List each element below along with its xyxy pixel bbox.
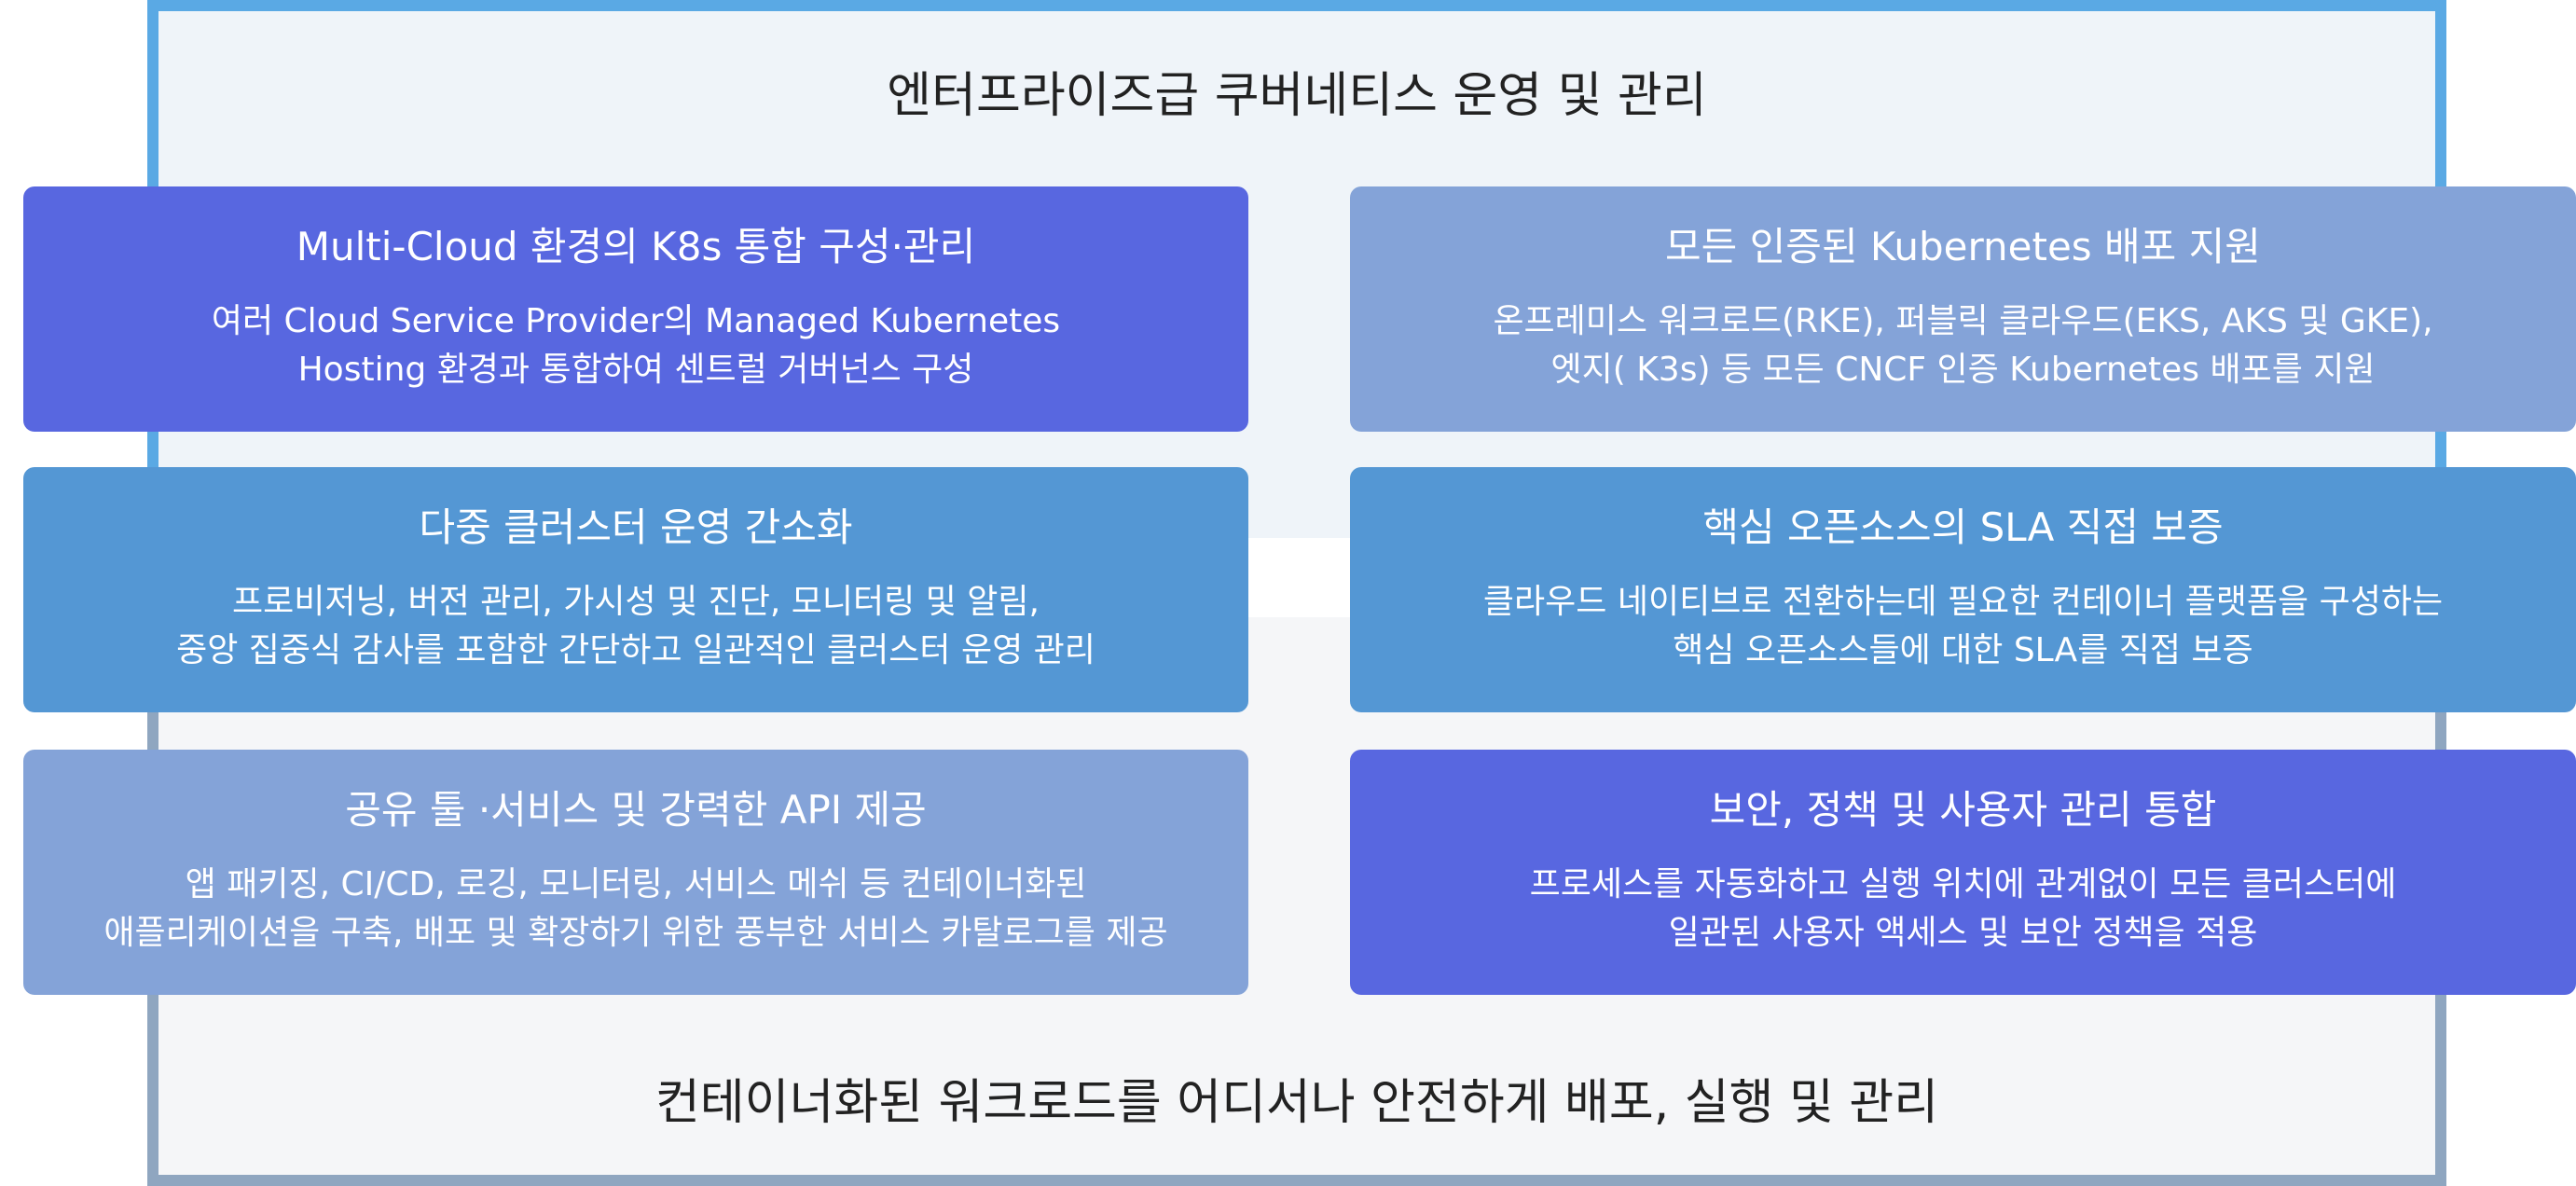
card-desc-line: 클라우드 네이티브로 전환하는데 필요한 컨테이너 플랫폼을 구성하는 xyxy=(1482,582,2444,621)
card-desc-line: 애플리케이션을 구축, 배포 및 확장하기 위한 풍부한 서비스 카탈로그를 제… xyxy=(103,913,1168,952)
card-desc-line: 여러 Cloud Service Provider의 Managed Kuber… xyxy=(211,301,1061,340)
card-title: 모든 인증된 Kubernetes 배포 지원 xyxy=(1665,224,2261,270)
card-description: 프로세스를 자동화하고 실행 위치에 관계없이 모든 클러스터에 일관된 사용자… xyxy=(1530,861,2397,958)
card-title: 보안, 정책 및 사용자 관리 통합 xyxy=(1709,787,2217,834)
card-security-policy: 보안, 정책 및 사용자 관리 통합 프로세스를 자동화하고 실행 위치에 관계… xyxy=(1350,750,2576,995)
card-desc-line: Hosting 환경과 통합하여 센트럴 거버넌스 구성 xyxy=(297,350,974,389)
card-title: 핵심 오픈소스의 SLA 직접 보증 xyxy=(1702,504,2224,551)
card-shared-tools: 공유 툴 ·서비스 및 강력한 API 제공 앱 패키징, CI/CD, 로깅,… xyxy=(23,750,1248,995)
card-desc-line: 프로세스를 자동화하고 실행 위치에 관계없이 모든 클러스터에 xyxy=(1529,864,2397,903)
card-title: Multi-Cloud 환경의 K8s 통합 구성·관리 xyxy=(296,224,976,270)
card-description: 앱 패키징, CI/CD, 로깅, 모니터링, 서비스 메쉬 등 컨테이너화된 … xyxy=(103,861,1167,958)
diagram-title-bottom: 컨테이너화된 워크로드를 어디서나 안전하게 배포, 실행 및 관리 xyxy=(654,1075,1939,1131)
card-sla-guarantee: 핵심 오픈소스의 SLA 직접 보증 클라우드 네이티브로 전환하는데 필요한 … xyxy=(1350,467,2576,712)
card-desc-line: 핵심 오픈소스들에 대한 SLA를 직접 보증 xyxy=(1673,630,2253,669)
card-desc-line: 프로비저닝, 버전 관리, 가시성 및 진단, 모니터링 및 알림, xyxy=(232,582,1040,621)
card-desc-line: 엣지( K3s) 등 모든 CNCF 인증 Kubernetes 배포를 지원 xyxy=(1550,350,2376,389)
card-multi-cluster: 다중 클러스터 운영 간소화 프로비저닝, 버전 관리, 가시성 및 진단, 모… xyxy=(23,467,1248,712)
card-description: 클라우드 네이티브로 전환하는데 필요한 컨테이너 플랫폼을 구성하는 핵심 오… xyxy=(1483,578,2443,675)
card-title: 공유 툴 ·서비스 및 강력한 API 제공 xyxy=(345,787,927,834)
card-certified-kubernetes: 모든 인증된 Kubernetes 배포 지원 온프레미스 워크로드(RKE),… xyxy=(1350,186,2576,432)
card-description: 온프레미스 워크로드(RKE), 퍼블릭 클라우드(EKS, AKS 및 GKE… xyxy=(1493,297,2432,394)
card-description: 프로비저닝, 버전 관리, 가시성 및 진단, 모니터링 및 알림, 중앙 집중… xyxy=(176,578,1095,675)
card-desc-line: 중앙 집중식 감사를 포함한 간단하고 일관적인 클러스터 운영 관리 xyxy=(176,630,1095,669)
card-desc-line: 앱 패키징, CI/CD, 로깅, 모니터링, 서비스 메쉬 등 컨테이너화된 xyxy=(185,864,1087,903)
card-title: 다중 클러스터 운영 간소화 xyxy=(419,504,853,551)
card-desc-line: 일관된 사용자 액세스 및 보안 정책을 적용 xyxy=(1668,913,2258,952)
card-multi-cloud: Multi-Cloud 환경의 K8s 통합 구성·관리 여러 Cloud Se… xyxy=(23,186,1248,432)
diagram-title-top: 엔터프라이즈급 쿠버네티스 운영 및 관리 xyxy=(887,68,1707,124)
card-description: 여러 Cloud Service Provider의 Managed Kuber… xyxy=(212,297,1060,394)
card-desc-line: 온프레미스 워크로드(RKE), 퍼블릭 클라우드(EKS, AKS 및 GKE… xyxy=(1493,301,2433,340)
